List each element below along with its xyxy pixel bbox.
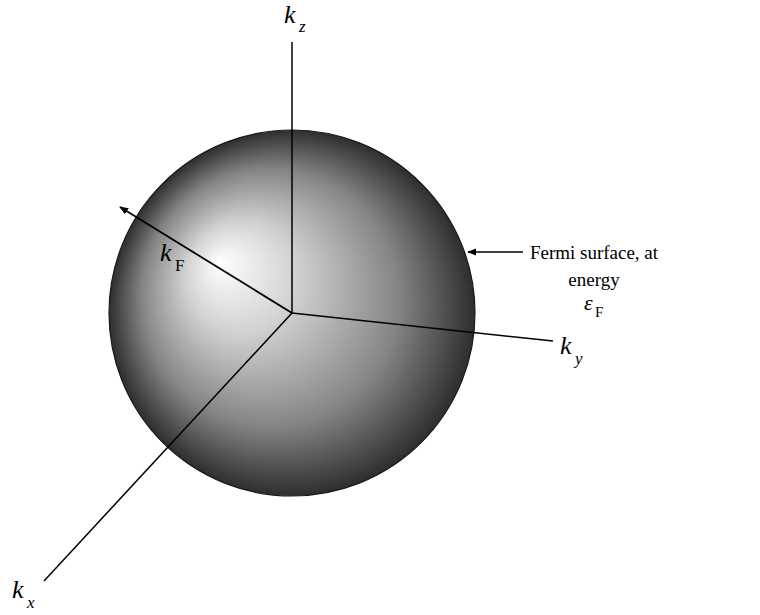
axis-label: k xyxy=(12,577,24,603)
axis-subscript: y xyxy=(575,350,583,367)
axis-subscript: z xyxy=(299,18,306,35)
axis-subscript: x xyxy=(27,594,35,611)
leader-arrow xyxy=(468,251,523,253)
kx-axis xyxy=(44,313,292,581)
radius-subscript: F xyxy=(175,257,184,274)
energy-symbol: ε xyxy=(584,292,593,314)
axis-label: k xyxy=(284,2,296,28)
axis-label: k xyxy=(560,333,572,359)
kf-radius-arrow xyxy=(120,207,292,313)
energy-subscript: F xyxy=(595,305,603,320)
kz-axis xyxy=(291,42,293,313)
ky-axis xyxy=(292,313,553,341)
radius-label: k xyxy=(160,240,172,266)
annotation: Fermi surface, at energy xyxy=(528,240,660,293)
